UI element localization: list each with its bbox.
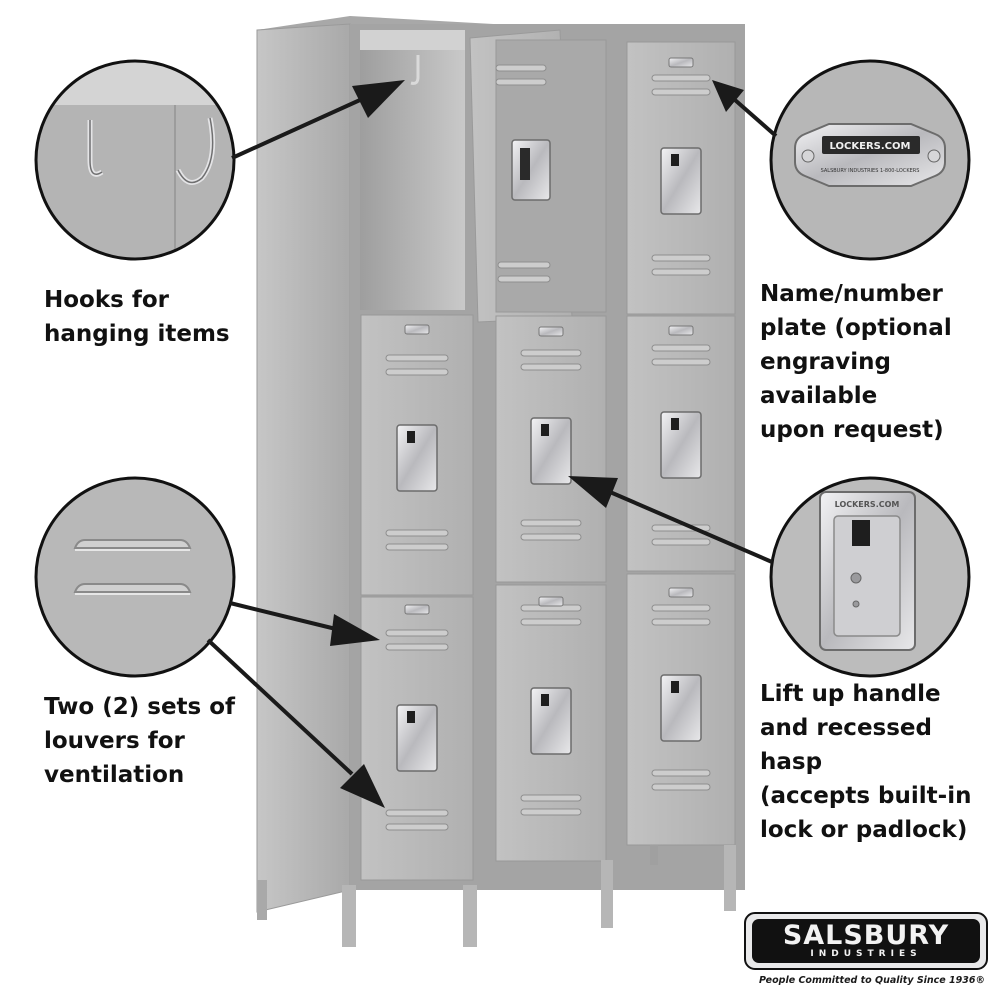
louver-slot bbox=[497, 275, 551, 283]
louver-slot bbox=[520, 363, 582, 371]
door-number-plate bbox=[538, 596, 564, 607]
louver-slot bbox=[385, 629, 449, 637]
louvers-detail-circle bbox=[34, 476, 236, 678]
louver-slot bbox=[651, 783, 711, 791]
logo-brand: SALSBURY bbox=[782, 920, 950, 951]
louver-slot bbox=[520, 533, 582, 541]
arrow-head-icon bbox=[340, 764, 385, 808]
door-handle bbox=[511, 139, 551, 201]
door-number-plate bbox=[538, 326, 564, 337]
arrow-head-icon bbox=[352, 80, 405, 118]
door-lock-slot bbox=[671, 418, 679, 430]
door-lock-slot bbox=[407, 711, 415, 723]
name-plate bbox=[794, 123, 946, 187]
louver-slot bbox=[385, 823, 449, 831]
door-handle bbox=[660, 411, 702, 479]
louvers-callout-label: Two (2) sets of louvers for ventilation bbox=[44, 694, 236, 788]
door-lock-slot bbox=[520, 148, 530, 180]
callout-arrows bbox=[206, 80, 778, 808]
handle-detail-circle bbox=[769, 476, 971, 678]
logo-plate: SALSBURY INDUSTRIES bbox=[752, 919, 980, 963]
salsbury-logo: SALSBURY INDUSTRIES bbox=[744, 912, 988, 970]
locker-leg bbox=[650, 845, 658, 865]
open-locker-interior bbox=[360, 30, 465, 310]
door-lock-slot bbox=[407, 431, 415, 443]
door-handles bbox=[396, 139, 702, 772]
arrow-icon bbox=[229, 601, 341, 632]
door-number-plate bbox=[404, 604, 430, 615]
louver-slot bbox=[385, 368, 449, 376]
louver-slot bbox=[520, 349, 582, 357]
door-lock-slot bbox=[541, 424, 549, 436]
door-handle bbox=[530, 687, 572, 755]
plate-engraving-line1: LOCKERS.COM bbox=[830, 141, 911, 152]
louver-slot bbox=[495, 64, 547, 72]
door-number-plate bbox=[404, 324, 430, 335]
locker-leg bbox=[601, 860, 613, 928]
door-handle bbox=[530, 417, 572, 485]
locker-side-panel bbox=[256, 23, 351, 913]
door-lock-slot bbox=[541, 694, 549, 706]
logo-sub: INDUSTRIES bbox=[810, 949, 922, 959]
louver-slot bbox=[651, 538, 711, 546]
interior-hook bbox=[410, 55, 420, 85]
louver-slot bbox=[651, 604, 711, 612]
door-number-plates bbox=[404, 57, 694, 615]
locker-leg bbox=[257, 880, 267, 920]
louver-slot bbox=[651, 358, 711, 366]
louver-slot bbox=[520, 618, 582, 626]
plate-callout-label: Name/number plate (optional engraving av… bbox=[760, 281, 952, 443]
arrow-icon bbox=[206, 638, 354, 776]
handle-engraving: LOCKERS.COM bbox=[835, 500, 900, 509]
louver-slot bbox=[651, 74, 711, 82]
door-lock-slot bbox=[671, 681, 679, 693]
louver-slot bbox=[497, 261, 551, 269]
door-number-plate bbox=[668, 325, 694, 336]
louver-slot bbox=[651, 88, 711, 96]
arrow-icon bbox=[609, 490, 773, 564]
locker-leg bbox=[342, 885, 356, 947]
arrow-icon bbox=[733, 98, 778, 138]
louver-slot bbox=[385, 529, 449, 537]
door-lock-slot bbox=[671, 154, 679, 166]
door-number-plate bbox=[668, 57, 694, 68]
louver-slot bbox=[495, 78, 547, 86]
louver-slot bbox=[385, 543, 449, 551]
arrow-icon bbox=[231, 98, 361, 160]
louver-slot bbox=[385, 809, 449, 817]
louver-slot bbox=[385, 643, 449, 651]
hooks-callout-label: Hooks for hanging items bbox=[44, 287, 230, 347]
door-louvers bbox=[385, 64, 711, 831]
louver-slot bbox=[520, 794, 582, 802]
louver-slot bbox=[520, 808, 582, 816]
locker-leg bbox=[463, 885, 477, 947]
handle-callout-label: Lift up handle and recessed hasp (accept… bbox=[760, 681, 972, 843]
louver-slot bbox=[651, 268, 711, 276]
louver-slot bbox=[651, 769, 711, 777]
louver-slot bbox=[520, 519, 582, 527]
arrow-head-icon bbox=[568, 476, 618, 508]
door-handle bbox=[660, 147, 702, 215]
arrow-head-icon bbox=[712, 80, 744, 112]
arrow-head-icon bbox=[330, 614, 380, 646]
louver-slot bbox=[651, 344, 711, 352]
door-handle bbox=[660, 674, 702, 742]
door-number-plate bbox=[668, 587, 694, 598]
louver-slot bbox=[385, 354, 449, 362]
interior-shelf bbox=[360, 30, 465, 50]
door-handle bbox=[396, 704, 438, 772]
door-handle bbox=[396, 424, 438, 492]
hooks-detail-circle bbox=[34, 59, 236, 261]
locker-leg bbox=[724, 845, 736, 911]
lift-handle bbox=[852, 520, 870, 546]
louver-slot bbox=[651, 618, 711, 626]
logo-tagline: People Committed to Quality Since 1936® bbox=[758, 975, 986, 986]
plate-engraving-line2: SALSBURY INDUSTRIES 1-800-LOCKERS bbox=[821, 168, 920, 174]
name-plate-detail-circle bbox=[769, 59, 971, 261]
louver-slot bbox=[651, 254, 711, 262]
